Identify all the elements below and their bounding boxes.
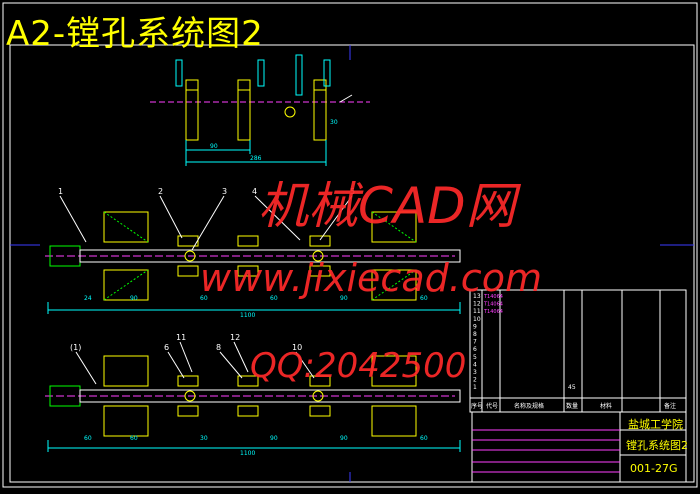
- callout-upper-3: 3: [222, 187, 227, 196]
- parts-header-cell: 名称及规格: [514, 402, 544, 410]
- callout-lower-4: 12: [230, 333, 240, 342]
- callout-lower-2: 11: [176, 333, 186, 342]
- dim-upper: 90: [340, 295, 348, 302]
- dim-upper: 60: [420, 295, 428, 302]
- parts-row-number: 7: [473, 339, 477, 346]
- callout-upper-5: 5: [350, 187, 355, 196]
- dim-lower: 60: [420, 435, 428, 442]
- parts-row-number: 13: [473, 293, 481, 300]
- callout-lower-1: 6: [164, 343, 169, 352]
- parts-row-code: T14064: [483, 309, 503, 315]
- dim-lower: 60: [130, 435, 138, 442]
- dim-upper: 90: [130, 295, 138, 302]
- parts-header-cell: 序号: [471, 402, 483, 410]
- school-name: 盐城工学院: [628, 418, 683, 431]
- upper-dims: 24 90 60 60 90 60: [84, 295, 428, 302]
- parts-row-number: 8: [473, 331, 477, 338]
- dim-upper: 60: [200, 295, 208, 302]
- parts-row-number: 4: [473, 361, 477, 368]
- top-dim-3: 30: [330, 119, 338, 126]
- callout-upper-4: 4: [252, 187, 257, 196]
- parts-header-cell: 数量: [566, 402, 578, 410]
- parts-header-cell: 代号: [486, 402, 498, 410]
- callout-upper-2: 2: [158, 187, 163, 196]
- callout-lower-0: (1): [70, 343, 81, 352]
- lower-total-dim: 1100: [240, 450, 255, 457]
- parts-row-number: 2: [473, 377, 477, 384]
- sheet-frame-inner: [9, 44, 695, 483]
- upper-callouts: 1 2 3 4 5: [58, 187, 355, 196]
- sheet-frame-outer: [2, 2, 698, 488]
- lower-assembly-view: [45, 341, 461, 452]
- parts-row-number: 1: [473, 384, 477, 391]
- parts-row-number: 3: [473, 369, 477, 376]
- upper-assembly-view: [45, 195, 461, 314]
- parts-list-header: 序号代号 名称及规格 数量 材料 备注: [471, 402, 676, 410]
- lower-callouts: (1) 6 11 8 12 10: [70, 333, 302, 352]
- parts-row-number: 5: [473, 354, 477, 361]
- drawing-name: 镗孔系统图2: [626, 439, 688, 452]
- upper-total-dim: 1100: [240, 312, 255, 319]
- title-block: [469, 289, 687, 483]
- top-dim-1: 90: [210, 143, 218, 150]
- drawing-number: 001-27G: [630, 462, 678, 475]
- parts-header-cell: 备注: [664, 402, 676, 410]
- dim-lower: 60: [84, 435, 92, 442]
- top-dim-2: 286: [250, 155, 262, 162]
- parts-row-qty: 45: [568, 384, 576, 391]
- watermark-brand: 机械CAD网: [258, 177, 516, 235]
- parts-row-code: T14064: [483, 302, 503, 308]
- dim-upper: 60: [270, 295, 278, 302]
- watermark-qq: QQ:2042500: [250, 346, 467, 386]
- dim-lower: 90: [340, 435, 348, 442]
- callout-upper-1: 1: [58, 187, 63, 196]
- dim-lower: 90: [270, 435, 278, 442]
- dim-lower: 30: [200, 435, 208, 442]
- callout-lower-5: 10: [292, 343, 302, 352]
- callout-lower-3: 8: [216, 343, 221, 352]
- parts-row-number: 12: [473, 301, 481, 308]
- parts-row-number: 10: [473, 316, 481, 323]
- drawing-title: A2-镗孔系统图2: [6, 14, 264, 54]
- parts-row-number: 9: [473, 323, 477, 330]
- parts-header-cell: 材料: [600, 402, 612, 410]
- dim-upper: 24: [84, 295, 92, 302]
- parts-row-number: 6: [473, 346, 477, 353]
- top-detail-view: [150, 54, 370, 166]
- parts-row-number: 11: [473, 308, 481, 315]
- parts-row-code: T14064: [483, 294, 503, 300]
- watermark-url: www.jixiecad.com: [200, 256, 542, 300]
- lower-dims: 60 60 30 90 90 60: [84, 435, 428, 442]
